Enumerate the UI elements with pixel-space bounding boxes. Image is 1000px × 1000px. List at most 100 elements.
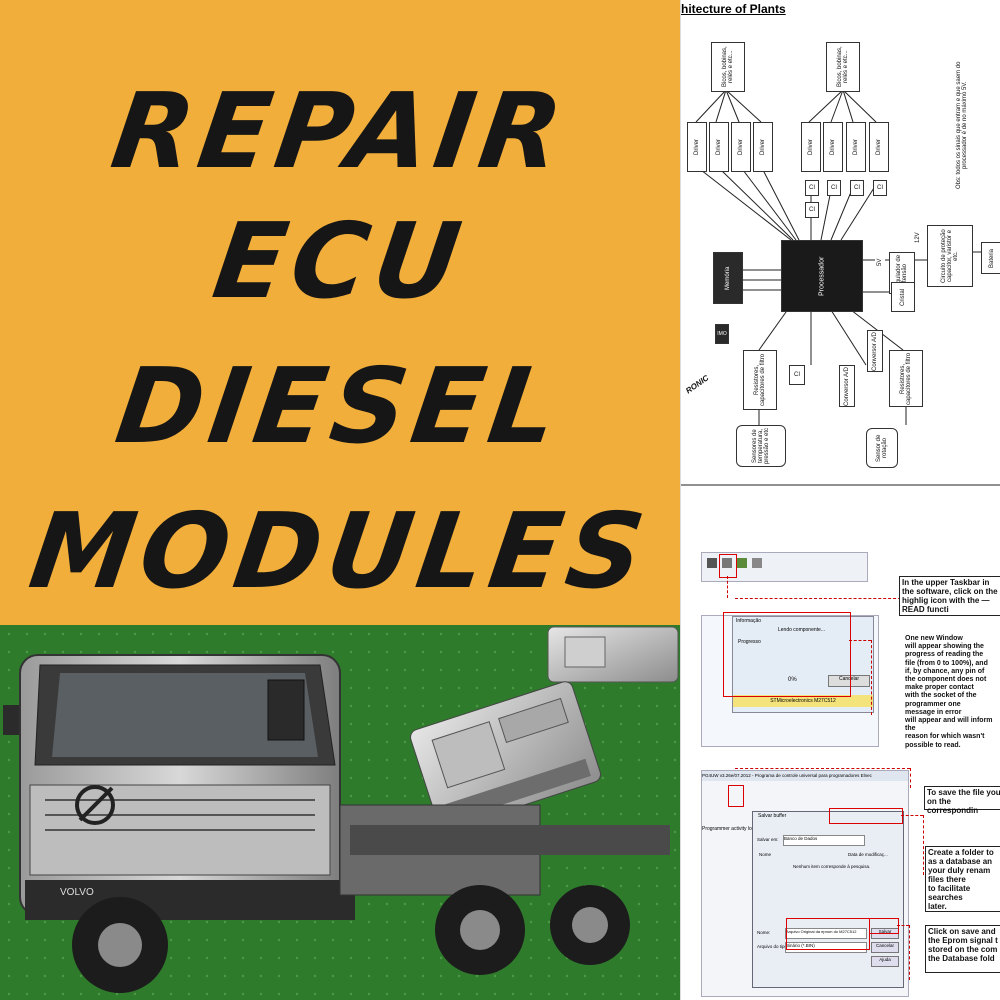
title-line-1: REPAIR (104, 70, 576, 192)
progress-label: Progresso (738, 639, 761, 645)
note-line-7: make proper contact (905, 684, 974, 692)
note-line-13: possible to read. (905, 741, 961, 749)
file-name-input[interactable]: Arquivo Original da eprom do M27C512 (785, 928, 867, 939)
sensors-box: Sensores de temperatura, pressão e etc (736, 425, 786, 467)
activity-log-label: Programmer activity log (702, 826, 755, 832)
driver-box-5: Driver (801, 122, 821, 172)
file-type-label: Arquivo do tipo: (757, 944, 789, 949)
save-note-line-1: Click on save and (928, 927, 996, 936)
diagram-connectors (681, 89, 1000, 486)
resistors-box-right: Resistores, capacitores de filtro (889, 350, 923, 407)
callout-line-4 (901, 815, 923, 816)
callout-line-5 (897, 925, 909, 926)
save-dialog-screenshot: PG4UW v3.26e/07.2012 - Programa de contr… (701, 770, 909, 997)
section-title: hitecture of Plants (681, 2, 786, 16)
read-instruction-note: In the upper Taskbar in the software, cl… (899, 576, 1000, 616)
date-column: Data de modificaç... (848, 852, 888, 857)
callout-line-5v (909, 925, 910, 980)
voltage-5v-label: 5V (875, 255, 885, 269)
note-line-10: message in error (905, 708, 962, 716)
folder-note-line-3: your duly renam (928, 866, 991, 875)
note-line-4: file (from 0 to 100%), and (905, 659, 988, 667)
ci-box-3: CI (850, 180, 864, 196)
ci-box-4: CI (873, 180, 887, 196)
click-save-note: Click on save and the Eprom signal t sto… (925, 925, 1000, 973)
driver-box-8: Driver (869, 122, 889, 172)
crystal-box: Cristal (891, 282, 915, 312)
truck-body (3, 654, 670, 993)
processor-chip: Processador (781, 240, 863, 312)
dialog-cancel-button[interactable]: Cancelar (828, 675, 870, 687)
save-note-line-2: the Eprom signal t (928, 936, 998, 945)
ci-box-6: CI (789, 365, 805, 385)
callout-line-2v (871, 640, 872, 715)
note-line-8: with the socket of the (905, 692, 977, 700)
driver-box-4: Driver (753, 122, 773, 172)
folder-highlight (829, 808, 903, 824)
ci-box-2: CI (827, 180, 841, 196)
folder-note-line-4: files there (928, 875, 966, 884)
folder-select[interactable]: Banco de Dados (783, 835, 865, 846)
truck-illustration: VOLVO (0, 625, 680, 1000)
driver-box-6: Driver (823, 122, 843, 172)
converter-box-1: Conversor A/D (839, 365, 855, 407)
converter-box-2: Conversor A/D (867, 330, 883, 372)
voltage-12v-label: 12V (913, 230, 923, 246)
save-in-label: Salvar em: (757, 837, 779, 842)
toolbar-screenshot (701, 552, 868, 582)
folder-note-line-5: to facilitate searches (928, 884, 971, 902)
note-line-6: the component does not (905, 676, 987, 684)
read-button-highlight (719, 554, 737, 578)
reading-window-note: One new Window will appear showing the p… (903, 634, 1000, 749)
note-line-12: reason for which wasn't (905, 733, 985, 741)
driver-box-3: Driver (731, 122, 751, 172)
folder-note-line-2: as a database an (928, 857, 993, 866)
file-name-label: Nome: (757, 930, 771, 935)
note-line-9: programmer one (905, 700, 961, 708)
title-line-2: ECU (206, 200, 474, 322)
create-folder-note: Create a folder to as a database an your… (925, 846, 1000, 912)
help-button[interactable]: Ajuda (871, 956, 899, 967)
file-type-select[interactable]: Binário (*.BIN) (785, 942, 867, 953)
protection-box: Circuito de proteção capacitor, varistor… (927, 225, 973, 287)
note-line-1: One new Window (905, 635, 963, 642)
driver-box-2: Driver (709, 122, 729, 172)
driver-box-7: Driver (846, 122, 866, 172)
callout-line-4v (923, 815, 924, 875)
truck-badge: VOLVO (60, 887, 94, 898)
save-button-highlight (869, 918, 899, 934)
note-line-3: progress of reading the (905, 651, 984, 659)
callout-line-1v (727, 576, 728, 598)
resistors-box-left: Resistores, capacitores de filtro (743, 350, 777, 410)
memory-chip: Memória (713, 252, 743, 304)
folder-note-line-6: later. (928, 902, 947, 911)
save-note-line-4: the Database fold (928, 954, 995, 963)
save-dialog-title: Salvar buffer (758, 813, 787, 819)
dialog-title: Informação (736, 618, 762, 624)
battery-box: Bateria (981, 242, 1000, 274)
filename-highlight (786, 918, 870, 950)
dialog-status: Lendo componente... (778, 627, 825, 633)
title-line-4: MODULES (22, 490, 658, 612)
save-buffer-dialog: Salvar buffer Salvar em: Banco de Dados … (752, 811, 904, 988)
folder-note-line-1: Create a folder to (928, 848, 994, 857)
truck-photo: VOLVO (0, 625, 680, 1000)
driver-box-1: Driver (687, 122, 707, 172)
callout-line-3v (910, 768, 911, 788)
ecu-module-top (547, 626, 679, 683)
save-file-note: To save the file you on the correspondin (924, 786, 1000, 815)
name-column: Nome (759, 852, 772, 857)
title-panel: REPAIR ECU DIESEL MODULES (0, 0, 680, 625)
outputs-box-left: Bicos, bobinas, relés e etc... (711, 42, 745, 92)
cancel-button[interactable]: Cancelar (871, 942, 899, 953)
save-note-line-3: stored on the com (928, 945, 998, 954)
app-titlebar: PG4UW v3.26e/07.2012 - Programa de contr… (702, 771, 908, 781)
chip-label: STMicroelectronics M27C512 (733, 695, 873, 707)
callout-line-2 (849, 640, 871, 641)
title-line-3: DIESEL (109, 345, 571, 467)
documentation-page: hitecture of Plants Bicos, bobinas, relé… (680, 0, 1000, 1000)
ic-chip: IMO (715, 324, 729, 344)
outputs-box-right: Bicos, bobinas, relés e etc... (826, 42, 860, 92)
ci-box-5: CI (805, 202, 819, 218)
dialog-highlight (723, 612, 851, 697)
